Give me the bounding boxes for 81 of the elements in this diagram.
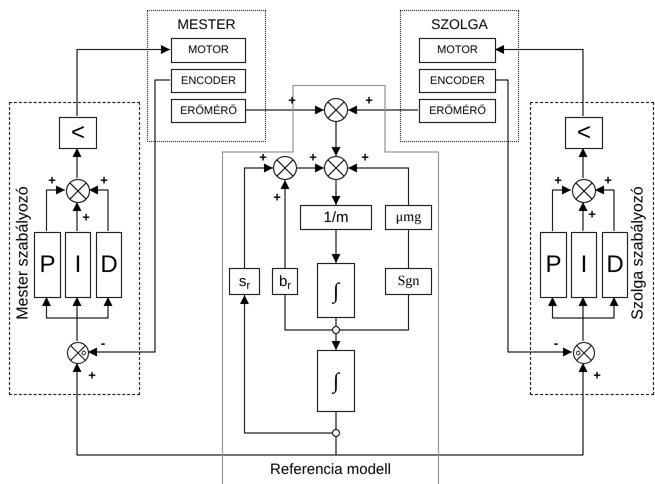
summing-junction	[324, 98, 348, 122]
function-block: ERŐMÉRŐ	[419, 99, 496, 123]
summing-junction	[572, 179, 596, 203]
sign-label: +	[593, 368, 601, 382]
signal-arrow	[348, 106, 418, 114]
function-block: μmg	[385, 205, 432, 230]
sign-label: +	[365, 94, 373, 106]
signal-arrow	[88, 186, 108, 232]
function-block: b$_{r}$	[272, 268, 298, 295]
signal-arrow	[76, 296, 112, 342]
sign-label: +	[361, 150, 369, 164]
signal-arrow	[46, 186, 66, 232]
signal-arrow	[296, 164, 324, 172]
function-block: P	[540, 232, 567, 298]
sign-label: -	[100, 336, 106, 350]
function-block: <	[565, 117, 603, 149]
signal-arrow	[76, 45, 170, 116]
sign-label: +	[604, 174, 612, 186]
sign-label: +	[288, 94, 296, 106]
dashed-controller-box	[9, 102, 140, 395]
function-block: <	[59, 117, 97, 149]
summing-junction	[573, 342, 595, 364]
controller-title: Szolga szabályozó	[631, 186, 647, 320]
signal-arrow	[72, 202, 82, 232]
dashed-group-box	[400, 10, 519, 142]
signal-arrow	[244, 164, 274, 268]
function-block: P	[34, 232, 61, 298]
sign-label: +	[588, 208, 596, 220]
signal-arrow	[552, 186, 572, 232]
sign-label: +	[259, 150, 267, 164]
summing-junction	[324, 156, 348, 180]
signal-arrow	[332, 334, 340, 350]
signal-arrow	[72, 362, 336, 456]
summing-junction	[67, 342, 89, 364]
signal-arrow	[280, 180, 290, 268]
signal-arrow	[582, 296, 618, 342]
signal-arrow	[88, 80, 170, 356]
signal-arrow	[594, 186, 614, 232]
summing-junction	[273, 156, 297, 180]
signal-arrow	[332, 122, 340, 156]
function-block: MOTOR	[171, 38, 246, 63]
signal-arrow	[336, 362, 588, 456]
sign-label: +	[48, 174, 56, 186]
function-block: I	[65, 232, 91, 298]
function-block: Sgn	[385, 268, 432, 295]
sign-label: +	[82, 210, 90, 224]
signal-arrow	[332, 230, 340, 264]
sign-label: -	[554, 336, 558, 350]
function-block: ENCODER	[171, 69, 246, 93]
function-block: ∫	[317, 350, 355, 412]
summing-junction	[66, 179, 90, 203]
branch-point	[332, 326, 340, 334]
group-title: MESTER	[176, 17, 237, 31]
signal-arrow	[578, 202, 588, 232]
function-block: 1/m	[300, 205, 372, 230]
dashed-controller-box	[530, 102, 654, 395]
signal-arrow	[332, 180, 340, 206]
signal-arrow	[494, 45, 584, 116]
controller-title: Mester szabályozó	[16, 186, 32, 320]
function-block: ENCODER	[419, 69, 496, 93]
function-block: ∫	[317, 263, 355, 318]
function-block: D	[96, 232, 122, 298]
dashed-group-box	[147, 10, 266, 142]
function-block: D	[602, 232, 628, 298]
group-title: SZOLGA	[430, 17, 489, 31]
function-block: s$_{r}$	[229, 268, 260, 295]
signal-arrow	[244, 106, 324, 114]
function-block: ERŐMÉRŐ	[171, 99, 246, 123]
signal-arrow	[348, 164, 409, 206]
signal-arrow	[578, 148, 588, 178]
sign-label: +	[309, 150, 317, 164]
sign-label: +	[554, 174, 562, 186]
sign-label: +	[88, 368, 96, 382]
branch-point	[332, 429, 340, 437]
signal-arrow	[72, 148, 82, 178]
signal-arrow	[494, 80, 572, 356]
signal-arrow	[240, 294, 332, 434]
sign-label: +	[100, 174, 108, 186]
function-block: I	[571, 232, 597, 298]
function-block: MOTOR	[419, 38, 496, 63]
sign-label: +	[273, 190, 281, 204]
